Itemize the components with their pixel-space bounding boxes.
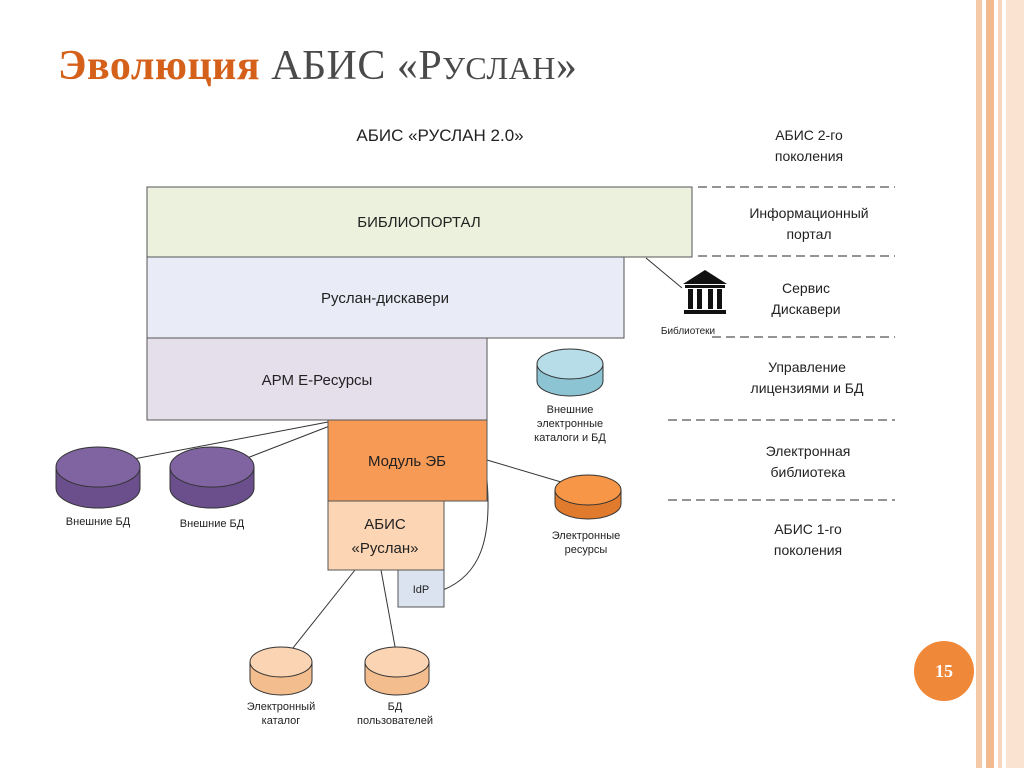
- e-catalog-db-icon: [249, 646, 313, 696]
- user-db-icon: [364, 646, 430, 696]
- level-separators: [668, 186, 895, 501]
- ext-catalogs-label-line3: каталоги и БД: [534, 432, 606, 444]
- ext-catalogs-label-line1: Внешние: [547, 404, 594, 416]
- level-label: Сервис: [782, 280, 830, 296]
- e-catalog-label-line1: Электронный: [247, 701, 316, 713]
- title-accent: Эволюция: [58, 43, 261, 89]
- right-border-stripe: [998, 0, 1002, 768]
- abis-ruslan-block: [327, 500, 445, 571]
- ext-db-1-icon: [55, 446, 141, 509]
- user-db-label-line1: БД: [388, 701, 403, 713]
- diagram-header: АБИС «РУСЛАН 2.0»: [356, 126, 523, 145]
- discovery-block: [146, 256, 625, 339]
- right-border-stripe: [976, 0, 982, 768]
- level-label: Информационный: [749, 205, 868, 221]
- arm-block: [146, 337, 488, 421]
- right-border-stripe: [1006, 0, 1024, 768]
- level-label: Дискавери: [771, 301, 840, 317]
- level-label: поколения: [774, 542, 842, 558]
- level-label: Электронная: [766, 443, 851, 459]
- abis-label-line1: АБИС: [364, 516, 406, 533]
- connector-line: [280, 569, 356, 664]
- connector-curve: [442, 479, 489, 591]
- ext-db-2-label: Внешние БД: [180, 518, 245, 530]
- ext-db-1-label: Внешние БД: [66, 516, 131, 528]
- level-label: портал: [786, 226, 831, 242]
- level-label: лицензиями и БД: [751, 380, 864, 396]
- right-border-stripe: [986, 0, 994, 768]
- slide-title: Эволюция АБИС «Руслан»: [58, 42, 577, 90]
- e-resources-label-line2: ресурсы: [565, 544, 608, 556]
- e-catalog-label-line2: каталог: [262, 715, 301, 727]
- arm-label: АРМ Е-Ресурсы: [262, 372, 373, 389]
- ext-catalogs-label-line2: электронные: [537, 418, 603, 430]
- level-label: поколения: [775, 148, 843, 164]
- ext-catalogs-db-icon: [536, 348, 604, 397]
- title-r: Р: [418, 43, 443, 89]
- user-db-label-line2: пользователей: [357, 715, 433, 727]
- e-resources-db-icon: [554, 474, 622, 520]
- idp-label: IdP: [413, 584, 430, 596]
- biblioportal-label: БИБЛИОПОРТАЛ: [357, 214, 480, 231]
- title-abis: АБИС «: [271, 43, 419, 89]
- level-label: Управление: [768, 359, 846, 375]
- level-label: библиотека: [771, 464, 846, 480]
- libraries-label: Библиотеки: [661, 325, 715, 337]
- biblioportal-block: [146, 186, 693, 258]
- module-eb-block: [327, 419, 488, 502]
- ext-db-2-icon: [169, 446, 255, 509]
- level-label: АБИС 2-го: [775, 127, 843, 143]
- module-eb-label: Модуль ЭБ: [368, 453, 446, 470]
- library-building-icon: [683, 270, 727, 314]
- discovery-label: Руслан-дискавери: [321, 290, 449, 307]
- e-resources-label-line1: Электронные: [552, 530, 620, 542]
- level-label: АБИС 1-го: [774, 521, 842, 537]
- page-number-badge: 15: [914, 641, 974, 701]
- idp-block: [397, 569, 445, 608]
- title-close: »: [555, 43, 578, 89]
- connector-line: [645, 257, 683, 289]
- abis-label-line2: «Руслан»: [352, 540, 419, 557]
- title-uslan: услан: [442, 50, 556, 86]
